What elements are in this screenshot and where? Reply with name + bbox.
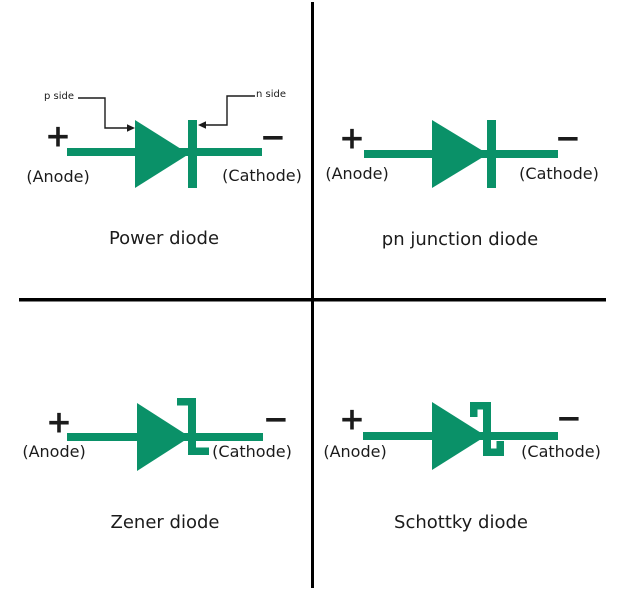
- grid-divider-horizontal: [19, 298, 606, 302]
- zener-diode-symbol: [67, 398, 263, 471]
- schottky-diode-triangle: [432, 402, 486, 470]
- minus-sign: −: [260, 119, 286, 156]
- plus-sign: +: [339, 120, 365, 157]
- anode-label: (Anode): [22, 442, 86, 461]
- plus-sign: +: [45, 118, 71, 155]
- schottky-top-hook-stub: [470, 402, 478, 417]
- cathode-label: (Cathode): [521, 442, 601, 461]
- p-side-annotation-label: p side: [43, 91, 75, 102]
- plus-sign: +: [339, 401, 365, 438]
- minus-sign: −: [556, 400, 582, 437]
- anode-label: (Anode): [323, 442, 387, 461]
- power-diode-triangle: [135, 120, 189, 188]
- plus-sign: +: [46, 404, 72, 441]
- zener-cathode-bar-bottom-tail: [188, 447, 209, 455]
- n-side-pointer-path: [206, 95, 255, 126]
- p-side-pointer-line: [78, 97, 135, 132]
- cathode-label: (Cathode): [519, 164, 599, 183]
- p-side-arrowhead-icon: [127, 124, 135, 132]
- grid-divider-vertical: [311, 2, 314, 588]
- zener-cathode-bar: [188, 398, 196, 455]
- power-diode-cathode-bar: [188, 120, 197, 188]
- zener-diode-triangle: [137, 403, 190, 471]
- cathode-label: (Cathode): [222, 166, 302, 185]
- schottky-bottom-hook: [483, 448, 504, 456]
- n-side-arrowhead-icon: [198, 121, 206, 129]
- n-side-pointer-line: [198, 95, 255, 129]
- pn-junction-diode-cathode-bar: [487, 120, 496, 188]
- power-diode-symbol: [67, 120, 262, 188]
- anode-label: (Anode): [325, 164, 389, 183]
- diode-title: Zener diode: [110, 512, 220, 533]
- minus-sign: −: [263, 401, 289, 438]
- p-side-pointer-path: [78, 97, 127, 129]
- diode-title: Schottky diode: [394, 512, 528, 533]
- schottky-cathode-bar: [483, 402, 491, 456]
- pn-junction-diode-triangle: [432, 120, 488, 188]
- schottky-bottom-hook-stub: [496, 441, 504, 456]
- n-side-annotation-label: n side: [255, 89, 287, 100]
- diode-title: pn junction diode: [381, 229, 539, 250]
- minus-sign: −: [555, 120, 581, 157]
- pn-junction-diode-symbol: [364, 120, 558, 188]
- schottky-top-hook: [470, 402, 491, 410]
- cathode-label: (Cathode): [212, 442, 292, 461]
- diode-title: Power diode: [108, 228, 220, 249]
- zener-cathode-bar-top-tail: [177, 398, 196, 406]
- schottky-diode-symbol: [363, 402, 558, 470]
- anode-label: (Anode): [26, 167, 90, 186]
